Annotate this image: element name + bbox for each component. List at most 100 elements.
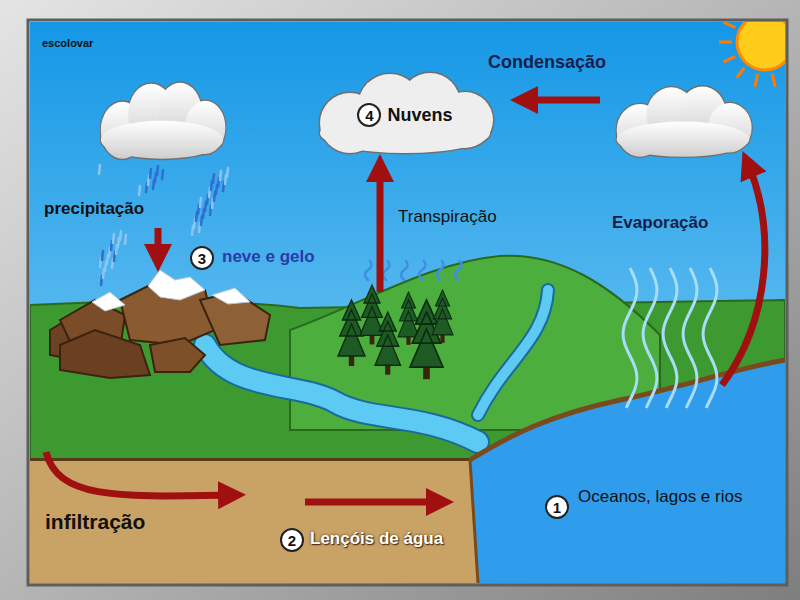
transpiration-waves xyxy=(401,261,408,280)
rocks xyxy=(150,338,205,372)
ocean-area-shape xyxy=(470,355,785,583)
groundwater-arrow xyxy=(305,499,440,506)
rain-drops xyxy=(212,199,213,208)
rain-drops xyxy=(211,181,212,190)
ocean-area-shape xyxy=(470,360,785,460)
rain-drops xyxy=(220,171,221,180)
rain-drops xyxy=(196,212,197,221)
rain-drops xyxy=(157,166,158,175)
transpiration-waves xyxy=(419,261,426,280)
evaporation-arrow xyxy=(722,164,765,385)
process-label: Condensação xyxy=(488,50,606,74)
rain-drops xyxy=(227,168,228,177)
rain-drops xyxy=(153,180,154,189)
transpiration-waves xyxy=(365,261,462,280)
frame-edge xyxy=(28,20,787,585)
rain-drops xyxy=(210,206,211,215)
sun xyxy=(724,56,736,62)
rain-drops xyxy=(101,276,102,285)
rocks xyxy=(50,318,90,360)
ocean-area-shape xyxy=(470,360,785,583)
sky xyxy=(30,22,785,583)
groundwater-label: Lençóis de água xyxy=(310,528,443,551)
evaporation-waves xyxy=(623,268,717,408)
cloud-node-shape xyxy=(320,73,493,153)
snow-caps xyxy=(92,292,125,311)
rain-drops xyxy=(223,182,224,191)
transpiration-waves xyxy=(383,261,390,280)
rocks xyxy=(60,300,125,352)
rain-drops xyxy=(194,219,195,228)
evaporation-waves xyxy=(683,268,697,408)
cloud-text-row: 4Nuvens xyxy=(305,74,505,156)
transpiration-waves xyxy=(437,261,444,280)
rain-drops xyxy=(113,234,114,243)
pine-trees xyxy=(398,292,419,345)
sun xyxy=(724,22,736,28)
rain-drops xyxy=(148,176,149,185)
rain-drops xyxy=(100,258,101,267)
soil-band-shape xyxy=(30,458,480,461)
river xyxy=(205,290,548,442)
rocks xyxy=(50,280,270,378)
evaporation-waves xyxy=(643,268,657,408)
cloud-node-shape xyxy=(320,73,493,153)
rocks xyxy=(60,330,150,378)
pine-trees xyxy=(375,312,401,375)
rain-drops xyxy=(112,259,113,268)
snow-caps xyxy=(92,270,250,311)
evaporation-waves xyxy=(623,268,637,408)
snow-caps xyxy=(148,270,205,300)
cycle-arrows xyxy=(46,100,765,502)
rain-drops xyxy=(218,178,219,187)
rain-drops xyxy=(118,238,119,247)
pine-trees xyxy=(432,290,453,343)
rain-drops xyxy=(116,245,117,254)
rain-drops xyxy=(150,169,151,178)
rain-drops xyxy=(213,174,214,183)
rain-drops xyxy=(198,205,199,214)
ocean-area: 1 Oceanos, lagos e rios xyxy=(470,355,785,583)
rain-drops xyxy=(192,226,193,235)
transpiration-arrow xyxy=(377,168,384,292)
rain-drops xyxy=(205,202,206,211)
sun xyxy=(719,41,732,44)
rain-drops xyxy=(216,185,217,194)
rocks xyxy=(120,280,215,345)
rain-drops xyxy=(120,231,121,240)
rain-drops xyxy=(139,186,140,195)
cloud-label: Nuvens xyxy=(387,103,452,127)
soil-band: infiltração 2 Lençóis de água xyxy=(30,458,480,583)
transpiration-waves xyxy=(365,261,372,280)
evaporation-waves xyxy=(663,268,677,408)
river xyxy=(478,290,548,415)
cloud-node: 4Nuvens xyxy=(305,68,505,156)
rain-drops xyxy=(207,195,208,204)
snow-label: neve e gelo xyxy=(222,246,315,269)
rain-cloud xyxy=(101,83,226,159)
rain-drops xyxy=(146,183,147,192)
evaporation-cloud xyxy=(617,86,752,156)
ocean-area-shape xyxy=(470,460,478,583)
pine-trees xyxy=(410,300,443,379)
rain-drops xyxy=(199,223,200,232)
rain-drops xyxy=(103,269,104,278)
rain-drops xyxy=(99,165,228,285)
rain-drops xyxy=(125,235,126,244)
condensation-arrow xyxy=(524,97,600,104)
landscape xyxy=(30,22,785,583)
transpiration-waves xyxy=(455,261,462,280)
rain-drops xyxy=(99,165,100,174)
callout-number: 1 xyxy=(545,495,569,519)
rain-drops xyxy=(107,255,108,264)
sun xyxy=(755,74,758,87)
rain-drops xyxy=(162,170,163,179)
soil-band-shape xyxy=(30,458,480,583)
ocean-label: Oceanos, lagos e rios xyxy=(578,486,742,509)
callout-number: 2 xyxy=(280,528,304,552)
rain-drops xyxy=(114,252,115,261)
process-label: infiltração xyxy=(45,508,145,536)
rocks xyxy=(200,292,270,345)
